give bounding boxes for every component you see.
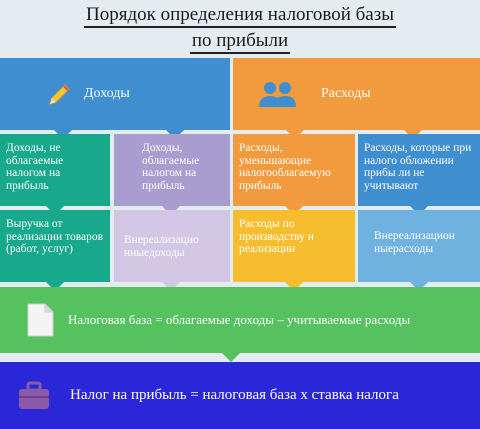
income-taxable-label: Доходы, облагаемые налогом на прибыль [142, 142, 200, 192]
profit-tax-bar: Налог на прибыль = налоговая база х став… [0, 362, 480, 429]
production-expenses-label: Расходы по производству и реализации [239, 218, 314, 255]
expense-reducing-cell: Расходы, уменьшающие налогооблагаемую пр… [233, 134, 355, 206]
expenses-header-label: Расходы [321, 86, 371, 101]
arrow-down [46, 282, 64, 291]
nonop-income-label: Внереализацио нныедоходы [124, 234, 199, 259]
tax-base-formula: Налоговая база = облагаемые доходы – учи… [68, 312, 411, 327]
tax-base-bar: Налоговая база = облагаемые доходы – учи… [0, 287, 480, 353]
revenue-cell: Выручка от реализации товаров (работ, ус… [0, 210, 110, 282]
expense-reducing-label: Расходы, уменьшающие налогооблагаемую пр… [239, 142, 331, 192]
production-expenses-cell: Расходы по производству и реализации [233, 210, 355, 282]
arrow-down [162, 282, 180, 291]
title-line-2: по прибыли [189, 29, 291, 54]
nonop-expenses-cell: Внереализацион ныерасходы [358, 210, 480, 282]
profit-tax-formula: Налог на прибыль = налоговая база х став… [70, 387, 399, 403]
income-nontaxable-cell: Доходы, не облагаемые налогом на прибыль [0, 134, 110, 206]
expense-not-counted-label: Расходы, которые при налого обложении пр… [364, 142, 472, 192]
nonop-income-cell: Внереализацио нныедоходы [114, 210, 230, 282]
income-nontaxable-label: Доходы, не облагаемые налогом на прибыль [6, 142, 64, 192]
income-header-label: Доходы [84, 86, 130, 101]
diagram-title: Порядок определения налоговой базы по пр… [0, 0, 480, 56]
expense-not-counted-cell: Расходы, которые при налого обложении пр… [358, 134, 480, 206]
income-header: Доходы [0, 58, 230, 130]
users-icon [259, 82, 296, 107]
document-icon [27, 303, 54, 337]
title-line-1: Порядок определения налоговой базы [84, 3, 396, 28]
income-taxable-cell: Доходы, облагаемые налогом на прибыль [114, 134, 230, 206]
briefcase-icon [19, 381, 49, 409]
arrow-down [222, 353, 240, 362]
nonop-expenses-label: Внереализацион ныерасходы [374, 230, 455, 255]
arrow-down [285, 282, 303, 291]
expenses-header: Расходы [233, 58, 480, 130]
pencil-icon [49, 84, 70, 105]
arrow-down [410, 282, 428, 291]
revenue-label: Выручка от реализации товаров (работ, ус… [6, 218, 104, 255]
